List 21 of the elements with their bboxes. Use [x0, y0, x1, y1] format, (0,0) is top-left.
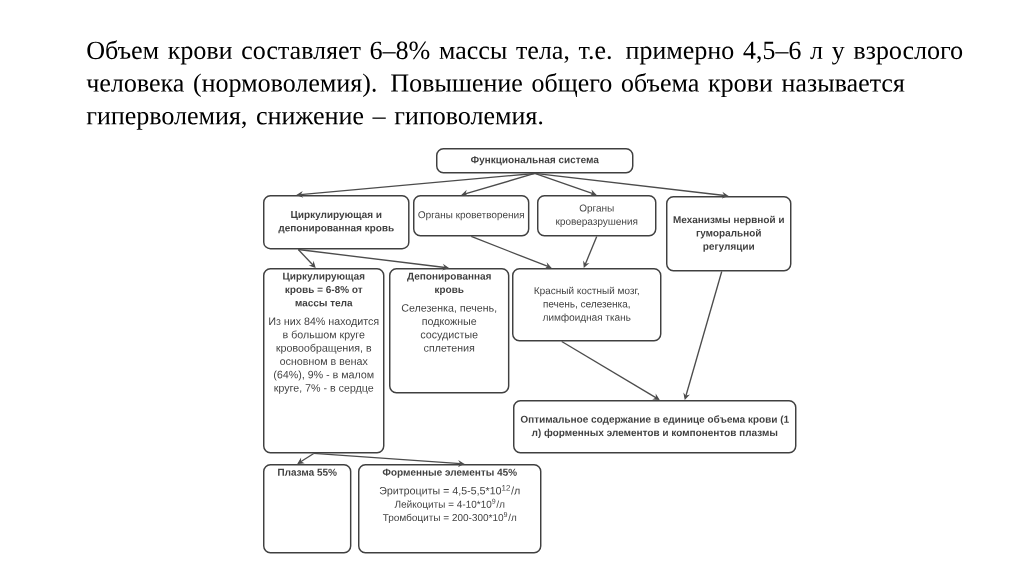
- process-box: Плазма 55%: [263, 464, 352, 554]
- process-box: Органы кроветворения: [413, 195, 530, 237]
- arrow: [683, 270, 723, 400]
- arrow: [561, 340, 660, 400]
- process-box: Красный костный мозг, печень, селезенка, лимфоидная ткань: [512, 268, 662, 342]
- arrow: [583, 235, 598, 268]
- process-box: Функциональная система: [436, 148, 634, 174]
- process-box: Форменные элементы 45% Эритроциты = 4,5-5,5*10$^{12}$/л Лейкоциты = 4-10*10$^{9}$/л Тромбоциты = 200-300*10$^{9}$/л: [358, 464, 542, 554]
- process-box: Циркулирующая и депонированная кровь: [263, 195, 410, 250]
- process-box: Органы кроверазрушения: [537, 195, 657, 237]
- heading: Объем крови составляет 6–8% массы тела, т.е. примерно 4,5–6 л у взрослого человека (нормоволемия). Повышение общего объема крови называется гиперволемия, снижение – гиповолемия.: [86, 40, 963, 130]
- arrow: [470, 235, 552, 269]
- arrow: [297, 248, 316, 268]
- process-box: Оптимальное содержание в единице объема крови (1 л) форменных элементов и компонентов плазмы: [513, 400, 797, 454]
- process-box: Механизмы нервной и гуморальной регуляции: [666, 196, 792, 272]
- arrow: [461, 172, 536, 197]
- arrow: [297, 452, 315, 464]
- arrow: [534, 172, 597, 196]
- arrow: [313, 452, 465, 467]
- process-box: Циркулирующая кровь = 6-8% от массы тела Из них 84% находится в большом круге кровообращения, в основном в венах (64%), 9% - в малом круге, 7% - в сердце: [263, 268, 385, 454]
- process-box: Депонированная кровь Селезенка, печень, подкожные сосудистые сплетения: [389, 268, 510, 394]
